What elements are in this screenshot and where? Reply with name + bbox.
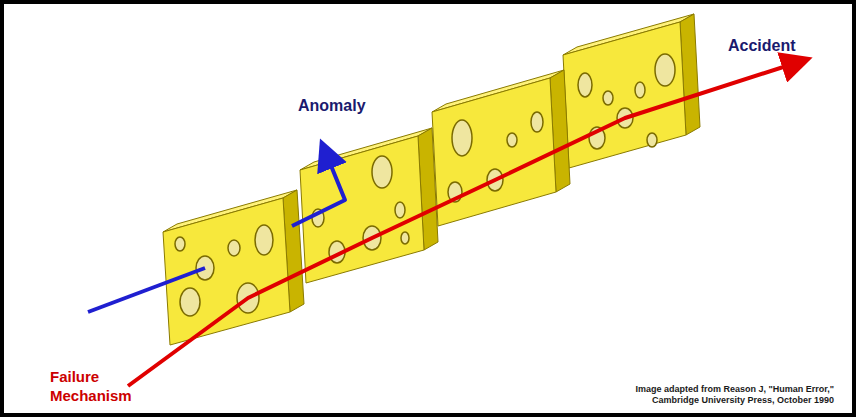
cheese-hole — [635, 82, 645, 98]
cheese-hole — [180, 288, 200, 316]
cheese-hole — [531, 112, 543, 132]
slice-face — [300, 136, 424, 283]
cheese-hole — [372, 156, 392, 188]
source-credit: Image adapted from Reason J, "Human Erro… — [594, 384, 834, 407]
cheese-slice — [163, 190, 304, 345]
cheese-hole — [175, 237, 185, 251]
cheese-hole — [228, 240, 240, 256]
cheese-slice — [432, 70, 570, 226]
cheese-hole — [452, 120, 472, 156]
cheese-slice — [300, 128, 438, 283]
cheese-hole — [401, 232, 409, 244]
failure-label: Failure Mechanism — [50, 368, 150, 406]
cheese-hole — [255, 225, 273, 255]
cheese-hole — [655, 54, 675, 86]
anomaly-trajectory — [88, 268, 205, 312]
cheese-hole — [647, 133, 657, 147]
slice-face — [432, 78, 556, 226]
anomaly-trajectory — [292, 146, 345, 226]
cheese-hole — [395, 202, 405, 218]
cheese-hole — [507, 133, 517, 147]
accident-label: Accident — [728, 36, 796, 56]
slice-face — [563, 22, 686, 168]
cheese-slice — [563, 14, 700, 168]
cheese-hole — [603, 91, 613, 105]
slice-face — [163, 198, 290, 345]
anomaly-label: Anomaly — [298, 96, 366, 116]
failure-trajectory — [128, 60, 805, 386]
cheese-hole — [578, 73, 592, 97]
